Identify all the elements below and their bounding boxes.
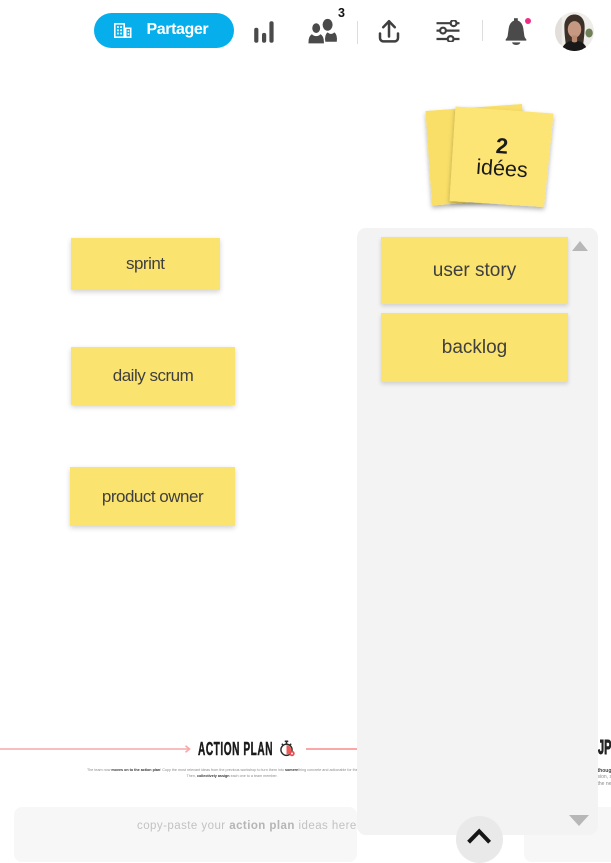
svg-text:idées: idées [476, 155, 529, 183]
svg-text:2: 2 [495, 133, 509, 159]
